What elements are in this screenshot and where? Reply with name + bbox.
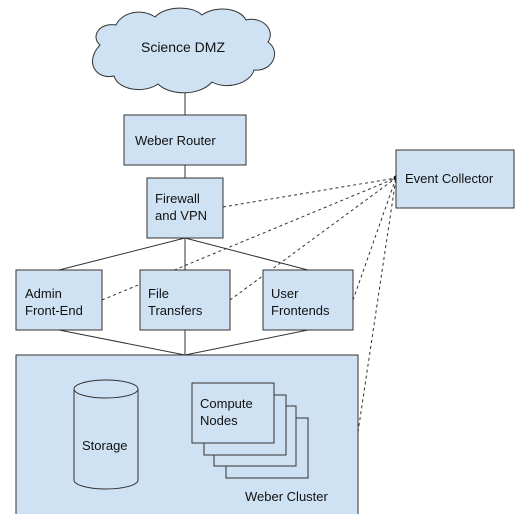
compute-label-line1: Compute — [200, 396, 253, 411]
edge-user-cluster — [184, 329, 309, 356]
firewall-label-line1: Firewall — [155, 191, 200, 206]
weber-router-label: Weber Router — [135, 133, 216, 148]
admin-frontend-box — [15, 269, 103, 331]
weber-router-box — [123, 114, 247, 166]
firewall-vpn-box — [146, 177, 224, 239]
user-frontends-box — [262, 269, 354, 331]
event-collector-label: Event Collector — [405, 171, 494, 186]
weber-cluster-label: Weber Cluster — [245, 489, 329, 504]
compute-node-front — [191, 382, 275, 444]
admin-label-line2: Front-End — [25, 303, 83, 318]
compute-label-line2: Nodes — [200, 413, 238, 428]
file-transfers-box — [139, 269, 231, 331]
edge-firewall-admin — [58, 237, 186, 271]
storage-cylinder — [73, 379, 139, 490]
firewall-label-line2: and VPN — [155, 208, 207, 223]
science-dmz-label: Science DMZ — [141, 39, 225, 55]
file-label-line1: File — [148, 286, 169, 301]
storage-label: Storage — [82, 438, 128, 453]
edge-firewall-user — [184, 237, 309, 271]
edge-admin-cluster — [58, 329, 186, 356]
solid-connectors — [58, 90, 309, 356]
edge-cluster-collector — [357, 177, 397, 433]
edge-admin-collector — [101, 177, 397, 301]
dashed-connectors — [101, 177, 397, 433]
edge-file-collector — [229, 177, 397, 301]
file-label-line2: Transfers — [148, 303, 203, 318]
user-label-line2: Frontends — [271, 303, 330, 318]
compute-nodes-stack — [191, 382, 309, 479]
science-dmz-cloud — [92, 7, 275, 94]
user-label-line1: User — [271, 286, 299, 301]
edge-user-collector — [352, 177, 397, 301]
edge-firewall-collector — [222, 177, 397, 208]
admin-label-line1: Admin — [25, 286, 62, 301]
event-collector-box — [395, 149, 515, 209]
